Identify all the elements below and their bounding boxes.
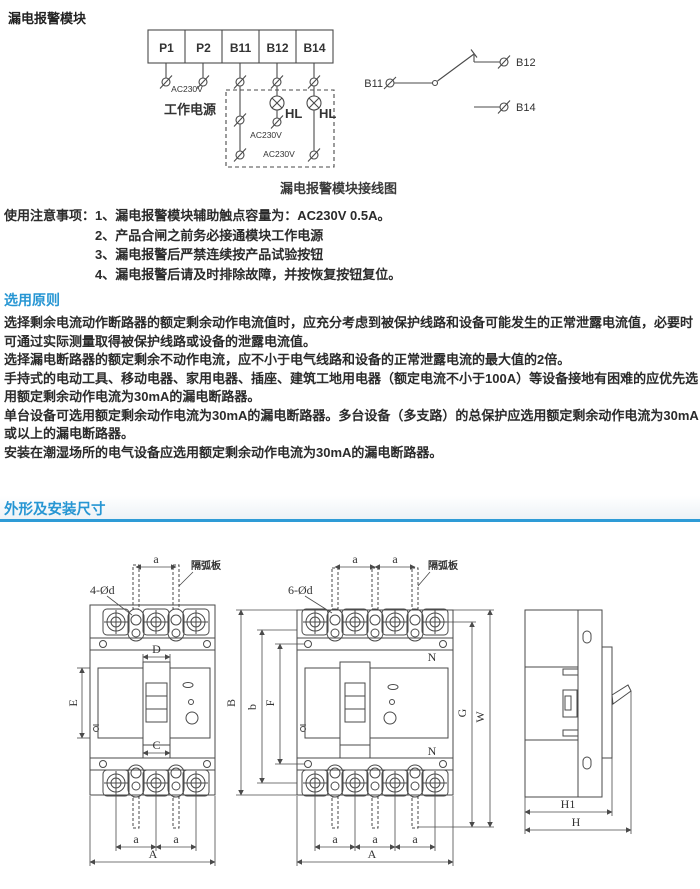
changeover-switch [383, 49, 511, 114]
voltage-labels: AC230V AC230V AC230V [171, 84, 295, 159]
dim-lines-middle [236, 564, 494, 866]
notes-label: 使用注意事项： [4, 208, 96, 223]
note-item: 4、漏电报警后请及时排除故障，并按恢复按钮复位。 [95, 266, 402, 282]
dim-label-B: B [224, 699, 238, 707]
module-dashed-box [225, 89, 335, 168]
ac230v-label: AC230V [263, 149, 295, 159]
selection-line: 或以上的漏电断路器。 [4, 426, 135, 441]
arc-plate-label: 隔弧板 [428, 559, 459, 572]
working-power-label: 工作电源 [164, 102, 216, 117]
dim-label-a: a [332, 832, 338, 846]
dim-label-a: a [412, 832, 418, 846]
note-item: 1、漏电报警模块辅助触点容量为：AC230V 0.5A。 [95, 208, 391, 223]
dim-label-G: G [455, 708, 469, 717]
dim-labels-middle: a a 6-Ød N N B b F G W a a a A [224, 552, 487, 861]
notes-items: 1、漏电报警模块辅助触点容量为：AC230V 0.5A。 2、产品合闸之前务必接… [95, 206, 401, 284]
dim-label-H: H [572, 815, 581, 829]
selection-line: 安装在潮湿场所的电气设备应选用额定剩余动作电流为30mA的漏电断路器。 [4, 444, 443, 460]
dim-label-A: A [149, 847, 158, 861]
arc-plate-label: 隔弧板 [191, 559, 222, 572]
dim-label-e: E [66, 699, 80, 706]
dim-labels-left: a 4-Ød D E C a a A [66, 552, 179, 861]
indicator-lamp-icon [269, 95, 285, 111]
switch-labels: B11 B12 B14 [364, 57, 535, 114]
hl-lamp-label: HL [285, 106, 302, 121]
selection-heading: 选用原则 [4, 292, 60, 308]
dimensions-heading: 外形及安装尺寸 [4, 502, 106, 518]
terminal-label-p1: P1 [159, 41, 174, 55]
dim-label-a: a [372, 832, 378, 846]
dim-label-a: a [133, 832, 139, 846]
ac230v-label: AC230V [171, 84, 203, 94]
dim-label-d: D [152, 642, 161, 656]
breaker-side-view: H1 H [524, 609, 632, 834]
breaker-3pole-front-view: a 4-Ød D E C a a A 隔弧板 [66, 552, 222, 866]
dim-label-a: a [352, 552, 358, 566]
switch-label-b11: B11 [364, 78, 383, 90]
wiring-caption: 漏电报警模块接线图 [280, 181, 398, 196]
hl-lamp-label: HL [319, 106, 336, 121]
selection-line: 可通过实际测量取得被保护线路或设备的泄露电流值。 [4, 333, 317, 349]
indicator-lamp-icon [306, 95, 322, 111]
dim-labels-side: H1 H [561, 797, 581, 829]
dim-lines-left [77, 564, 216, 866]
dim-lines-side [524, 691, 632, 834]
note-item: 3、漏电报警后严禁连续按产品试验按钮 [95, 247, 324, 262]
selection-line: 选择剩余电流动作断路器的额定剩余动作电流值时，应充分考虑到被保护线路和设备可能发… [4, 315, 694, 330]
terminal-symbols [159, 75, 321, 162]
pole-label-n: N [428, 650, 437, 664]
selection-line: 单台设备可选用额定剩余动作电流为30mA的漏电断路器。多台设备（多支路）的总保护… [4, 407, 699, 423]
wiring-diagram: P1 P2 B11 B12 B14 AC230V AC230V AC230V 工… [147, 29, 536, 168]
dim-label-a: a [392, 552, 398, 566]
dim-label-c: C [152, 738, 160, 752]
selection-line: 手持式的电动工具、移动电器、家用电器、插座、建筑工地用电器（额定电流不小于100… [4, 370, 699, 386]
dim-label-a: a [153, 552, 159, 566]
terminal-label-b11: B11 [230, 41, 252, 55]
dim-label-a: a [173, 832, 179, 846]
dim-label-6od: 6-Ød [288, 583, 313, 597]
dim-label-A: A [368, 847, 377, 861]
ac230v-label: AC230V [250, 130, 282, 140]
toggle-handle [611, 684, 632, 705]
wiring-lines [147, 29, 511, 168]
terminal-label-p2: P2 [196, 41, 211, 55]
dim-label-W: W [473, 711, 487, 723]
page-title: 漏电报警模块 [8, 11, 87, 26]
breaker-4pole-front-view: a a 6-Ød N N B b F G W a a a A 隔弧板 [224, 552, 494, 866]
selection-principles-section: 选用原则 选择剩余电流动作断路器的额定剩余动作电流值时，应充分考虑到被保护线路和… [4, 290, 699, 462]
terminal-labels: P1 P2 B11 B12 B14 [159, 41, 326, 55]
switch-label-b12: B12 [516, 57, 536, 69]
outline-dimension-drawings: a 4-Ød D E C a a A 隔弧板 [66, 552, 632, 866]
dim-label-b: b [245, 704, 259, 710]
dim-label-4od: 4-Ød [90, 583, 115, 597]
bottom-terminals [301, 760, 449, 829]
dimensions-section-header: 外形及安装尺寸 [0, 496, 700, 522]
selection-line: 选择漏电断路器的额定剩余不动作电流，应不小于电气线路和设备的正常泄露电流的最大值… [4, 352, 571, 367]
terminal-label-b12: B12 [266, 41, 288, 55]
selection-line: 用额定剩余动作电流为30mA的漏电断路器。 [4, 389, 261, 404]
top-terminals [301, 567, 449, 648]
terminal-label-b14: B14 [303, 41, 325, 55]
switch-label-b14: B14 [516, 102, 536, 114]
pole-label-n: N [428, 744, 437, 758]
dim-label-H1: H1 [561, 797, 576, 811]
note-item: 2、产品合闸之前务必接通模块工作电源 [95, 227, 324, 243]
usage-notes: 使用注意事项： 1、漏电报警模块辅助触点容量为：AC230V 0.5A。 2、产… [4, 206, 401, 284]
top-terminals [99, 564, 211, 648]
dim-label-F: F [263, 699, 277, 706]
